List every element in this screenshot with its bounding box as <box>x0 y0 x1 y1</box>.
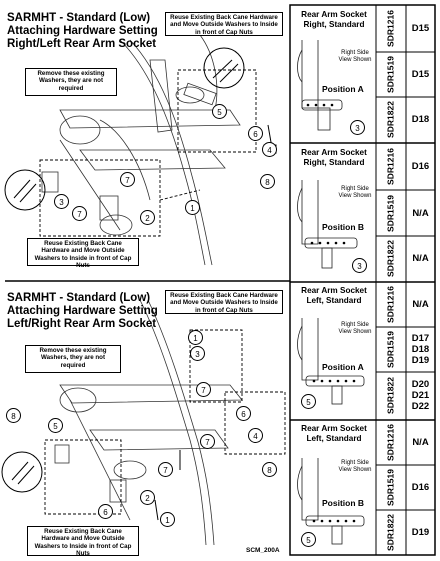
panel2-callout: 3 <box>352 258 367 273</box>
panel3-view-line1: Right Side <box>341 322 369 328</box>
callout-7: 7 <box>120 172 135 187</box>
callout-5: 5 <box>48 418 63 433</box>
panel1-code-3: D18 <box>411 114 430 125</box>
panel2-view-line1: Right Side <box>341 186 369 192</box>
callout-7-lower: 7 <box>72 206 87 221</box>
panel4-view-line1: Right Side <box>341 460 369 466</box>
panel4-title-line1: Rear Arm Socket <box>301 424 367 433</box>
panel4-code-1: N/A <box>412 437 429 448</box>
top-title-line2: Attaching Hardware Setting <box>7 25 158 37</box>
panel1-view-line2: View Shown <box>338 57 372 63</box>
panel2-code-1: D16 <box>411 161 430 172</box>
callout-8-right: 8 <box>262 462 277 477</box>
panel2-title-line1: Rear Arm Socket <box>301 148 367 157</box>
bottom-note-reuse-hardware: Reuse Existing Back Cane Hardware and Mo… <box>165 290 283 314</box>
panel3-title-line1: Rear Arm Socket <box>301 286 367 295</box>
panel2-code-3: N/A <box>412 253 429 264</box>
panel2-view-line2: View Shown <box>338 193 372 199</box>
callout-6: 6 <box>236 406 251 421</box>
bottom-title-line3: Left/Right Rear Arm Socket <box>7 318 157 330</box>
top-note-reuse-hardware: Reuse Existing Back Cane Hardware and Mo… <box>165 12 283 36</box>
callout-1-lower: 1 <box>160 512 175 527</box>
panel3-code-1: N/A <box>412 299 429 310</box>
panel4-position: Position B <box>322 498 365 508</box>
callout-5: 5 <box>212 104 227 119</box>
top-note-reuse-hardware-bottom: Reuse Existing Back Cane Hardware and Mo… <box>27 238 139 269</box>
callout-1-upper: 1 <box>188 330 203 345</box>
panel1-callout: 3 <box>350 120 365 135</box>
callout-8: 8 <box>260 174 275 189</box>
bottom-title-line1: SARMHT - Standard (Low) <box>7 292 151 304</box>
panel1-position: Position A <box>322 84 364 94</box>
callout-7-lower: 7 <box>158 462 173 477</box>
panel4-code-2: D16 <box>411 482 430 493</box>
callout-2: 2 <box>140 490 155 505</box>
panel3-code-2: D17 D18 D19 <box>411 333 430 366</box>
panel2-title-line2: Right, Standard <box>303 158 365 167</box>
panel1-code-2: D15 <box>411 69 430 80</box>
panel1-code-1: D15 <box>411 23 430 34</box>
panel3-title-line2: Left, Standard <box>306 296 362 305</box>
bottom-note-remove-washers: Remove these existing Washers, they are … <box>25 345 121 373</box>
panel4-sdr-3: SDR1822 <box>385 514 396 551</box>
callout-3: 3 <box>54 194 69 209</box>
callout-4: 4 <box>248 428 263 443</box>
callout-6: 6 <box>248 126 263 141</box>
callout-2: 2 <box>140 210 155 225</box>
callout-8-left: 8 <box>6 408 21 423</box>
panel1-view-line1: Right Side <box>341 50 369 56</box>
top-title-line1: SARMHT - Standard (Low) <box>7 12 151 24</box>
panel2-code-2: N/A <box>412 208 429 219</box>
top-note-remove-washers: Remove these existing Washers, they are … <box>25 68 117 96</box>
panel2-position: Position B <box>322 222 365 232</box>
document-id: SCM_200A <box>246 547 280 554</box>
bottom-title-line2: Attaching Hardware Setting <box>7 305 158 317</box>
callout-7-mid: 7 <box>200 434 215 449</box>
panel1-title-line1: Rear Arm Socket <box>301 10 367 19</box>
panel4-callout: 5 <box>301 532 316 547</box>
bottom-note-reuse-hardware-bottom: Reuse Existing Back Cane Hardware and Mo… <box>27 526 139 557</box>
panel1-title-line2: Right, Standard <box>303 20 365 29</box>
panel3-code-3: D20 D21 D22 <box>411 379 430 412</box>
callout-6-lower: 6 <box>98 504 113 519</box>
panel3-view-line2: View Shown <box>338 329 372 335</box>
callout-7-upper: 7 <box>196 382 211 397</box>
panel4-view-line2: View Shown <box>338 467 372 473</box>
panel3-callout: 5 <box>301 394 316 409</box>
callout-1: 1 <box>185 200 200 215</box>
panel4-code-3: D19 <box>411 527 430 538</box>
panel4-title-line2: Left, Standard <box>306 434 362 443</box>
top-title-line3: Right/Left Rear Arm Socket <box>7 38 157 50</box>
panel3-position: Position A <box>322 362 364 372</box>
callout-4: 4 <box>262 142 277 157</box>
callout-3: 3 <box>190 346 205 361</box>
